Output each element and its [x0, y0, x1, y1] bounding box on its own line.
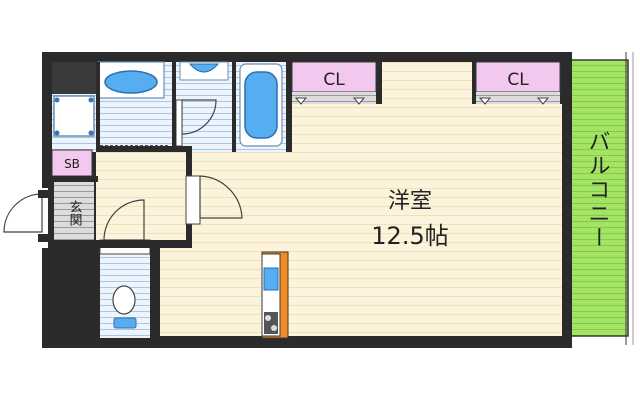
closet-left-label: CL	[323, 70, 345, 90]
closet-left: CL	[291, 61, 377, 105]
closet-right: CL	[475, 61, 561, 105]
stove-burners	[264, 312, 278, 334]
entrance: 玄関	[0, 182, 94, 248]
window-bay	[382, 62, 472, 104]
kitchen	[261, 251, 289, 339]
shoe-box: SB	[51, 149, 93, 177]
toilet-upper	[175, 61, 232, 152]
bathroom	[236, 62, 286, 152]
main-room-door	[185, 175, 243, 225]
toilet-bowl	[112, 285, 136, 315]
closet-right-label: CL	[507, 70, 529, 90]
entrance-label: 玄関	[67, 200, 83, 227]
balcony: バルコニー	[567, 52, 634, 345]
main-room-size: 12.5帖	[371, 222, 448, 250]
washing-machine-pan	[53, 95, 95, 137]
washroom	[52, 61, 172, 152]
kitchen-sink	[263, 267, 279, 291]
shoe-box-label: SB	[64, 157, 80, 171]
balcony-label: バルコニー	[585, 130, 610, 250]
main-room-name: 洋室	[388, 189, 432, 214]
